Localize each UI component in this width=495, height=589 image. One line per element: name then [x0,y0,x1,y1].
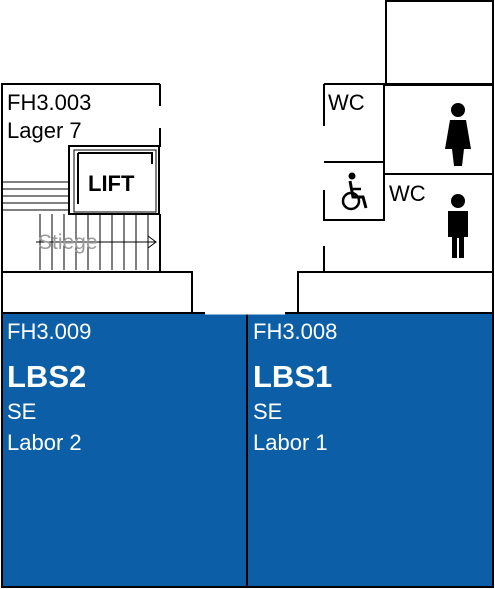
room-fh3-009-type: SE [7,399,36,424]
room-fh3-003-id: FH3.003 [7,90,91,115]
lift-label: LIFT [88,171,135,196]
shaft [385,0,494,86]
room-fh3-009-id: FH3.009 [7,319,91,344]
room-fh3-003-name: Lager 7 [7,118,82,143]
woman-icon [445,103,471,166]
wc-women-label: WC [328,90,365,115]
lift-frame [73,149,157,213]
room-fh3-009-code: LBS2 [7,359,86,394]
room-fh3-008-type: SE [253,399,282,424]
wc-men-label: WC [389,181,426,206]
landing-wall [2,271,193,312]
stairs[interactable]: Stiege [2,181,161,270]
room-fh3-008-code: LBS1 [253,359,332,394]
room-fh3-008-name: Labor 1 [253,430,328,455]
man-icon [448,194,468,258]
room-fh3-008-id: FH3.008 [253,319,337,344]
lift-door [77,152,153,204]
corridor-wall-right [297,84,385,312]
lift-shaft[interactable] [68,145,160,215]
room-fh3-008[interactable] [246,312,494,588]
room-fh3-009-name: Labor 2 [7,430,82,455]
stairs-label: Stiege [38,231,98,254]
wheelchair-icon [341,172,368,211]
wc-partition [324,84,493,273]
